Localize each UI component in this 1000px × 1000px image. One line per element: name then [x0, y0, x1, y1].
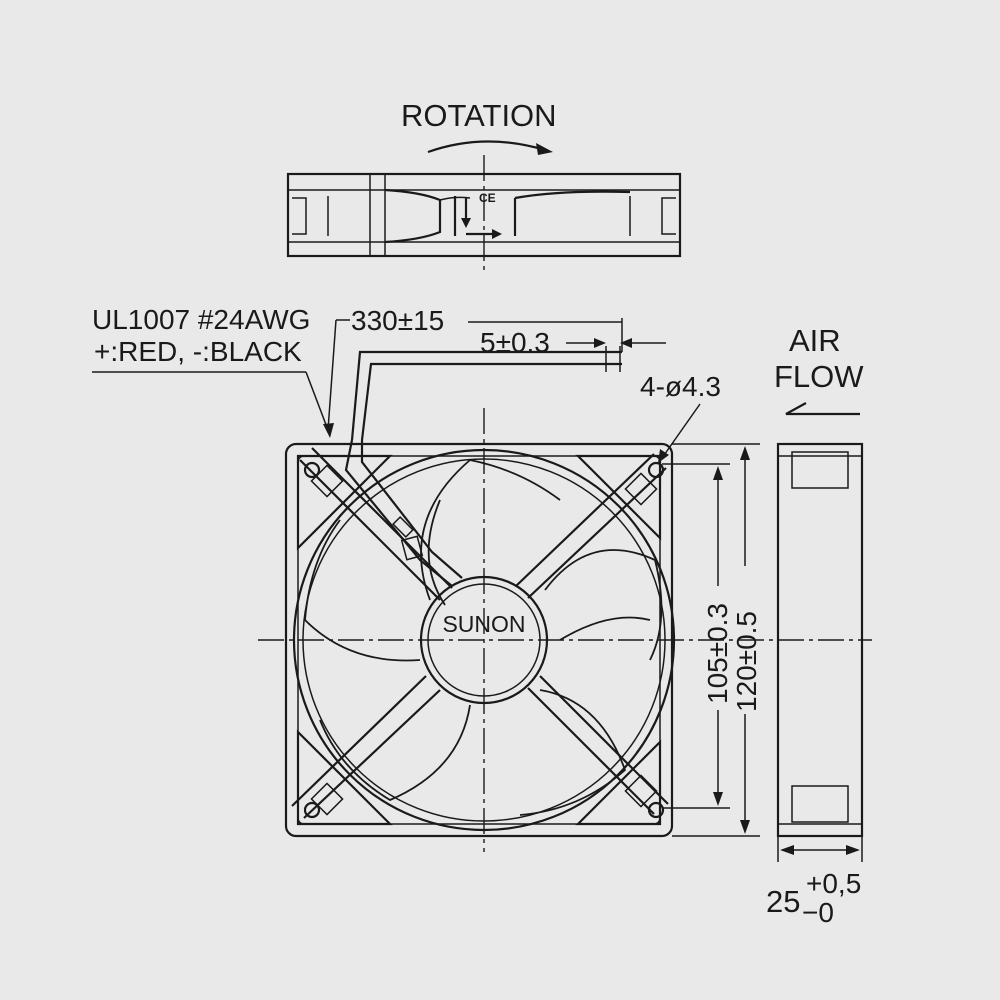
top-view: ROTATION CE: [286, 98, 682, 272]
cable-callouts: UL1007 #24AWG +:RED, -:BLACK 330±15 5±0.…: [92, 304, 721, 463]
lead-wire-1: [350, 350, 622, 441]
vertical-dimensions: 105±0.3 120±0.5: [662, 443, 762, 837]
mounting-corners: [296, 454, 662, 826]
struts: [291, 447, 669, 819]
top-body: [286, 172, 682, 258]
side-body: [776, 442, 864, 838]
frame-size-label: 120±0.5: [731, 611, 762, 712]
lead-length-label: 330±15: [351, 305, 444, 336]
side-view: AIR FLOW 25 +0,5 −0: [766, 323, 864, 928]
strip-length-label: 5±0.3: [480, 327, 550, 358]
front-view: SUNON: [258, 408, 872, 852]
rotation-label: ROTATION: [401, 98, 557, 133]
lead-wire-2: [360, 362, 622, 441]
air-label: AIR: [789, 323, 841, 358]
tolerance-minus: −0: [802, 897, 834, 928]
fan-blades: [304, 459, 663, 816]
rotation-arrowhead: [536, 143, 553, 155]
hole-pitch-label: 105±0.3: [702, 603, 733, 704]
ce-mark: CE: [479, 191, 496, 205]
rotation-arrow: [427, 140, 546, 154]
holes-label: 4-ø4.3: [640, 371, 721, 402]
thickness-label: 25: [766, 884, 800, 919]
tolerance-plus: +0,5: [806, 868, 861, 899]
wire-spec-label: UL1007 #24AWG: [92, 304, 310, 335]
wire-color-label: +:RED, -:BLACK: [94, 336, 302, 367]
flow-label: FLOW: [774, 359, 864, 394]
airflow-arrow: [785, 402, 860, 416]
wire-channel: [344, 439, 453, 587]
